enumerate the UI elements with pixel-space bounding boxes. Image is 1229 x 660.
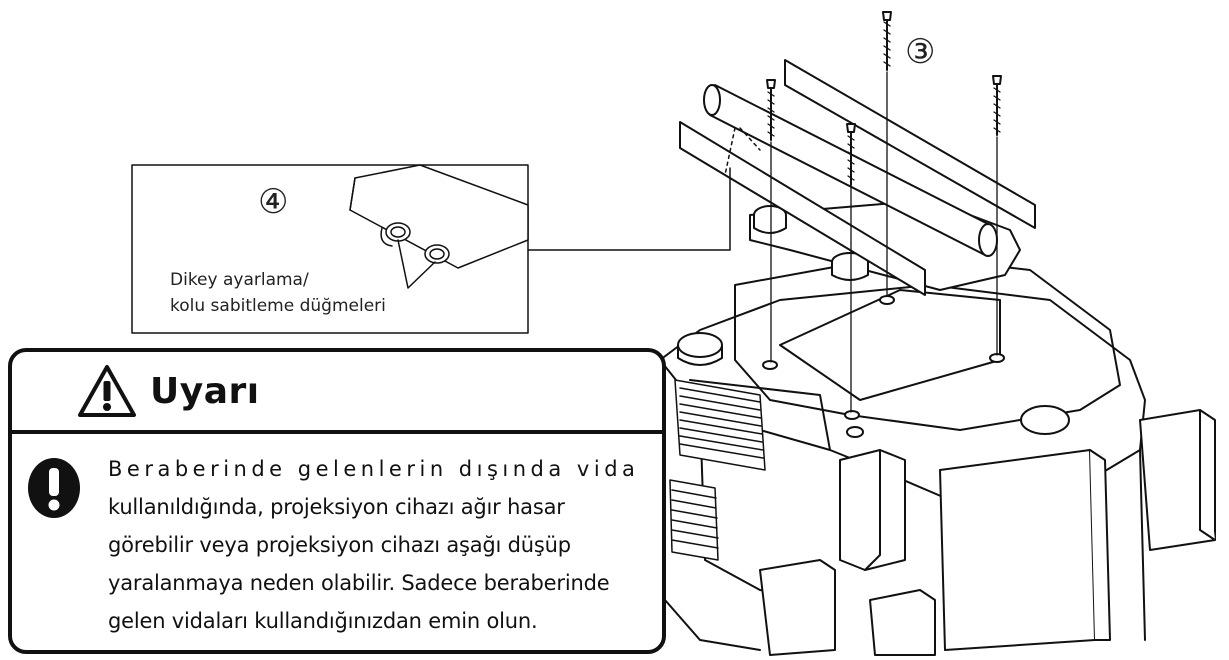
- warning-triangle-icon: [78, 365, 136, 417]
- warning-body: Beraberinde gelenlerin dışında vida kull…: [12, 434, 662, 640]
- knob-label-line1: Dikey ayarlama/: [170, 270, 309, 290]
- warning-line: Beraberinde gelenlerin dışında vida: [108, 457, 640, 481]
- screws: [766, 11, 1002, 413]
- step-3-label: ③: [905, 32, 936, 72]
- inset-callout: [131, 164, 731, 334]
- projector-vent: [669, 379, 766, 561]
- knob-label-line2: kolu sabitleme düğmeleri: [170, 296, 386, 316]
- step-4-label: ④: [258, 182, 289, 222]
- exclamation-circle-icon: [28, 458, 80, 518]
- warning-header: Uyarı: [12, 352, 662, 434]
- adjustment-knob: [677, 332, 723, 366]
- warning-line: gelen vidaları kullandığınızdan emin olu…: [108, 609, 538, 633]
- mounting-bracket: [679, 59, 1036, 296]
- mount-blocks: [759, 409, 1216, 656]
- warning-box: Uyarı Beraberinde gelenlerin dışında vid…: [8, 348, 666, 654]
- projector-foot: [1020, 405, 1070, 435]
- warning-line: görebilir veya projeksiyon cihazı aşağı …: [108, 533, 571, 557]
- warning-title: Uyarı: [150, 370, 260, 412]
- warning-line: yaralanmaya neden olabilir. Sadece berab…: [108, 571, 610, 595]
- warning-text: Beraberinde gelenlerin dışında vida kull…: [108, 450, 652, 640]
- warning-line: kullanıldığında, projeksiyon cihazı ağır…: [108, 495, 565, 519]
